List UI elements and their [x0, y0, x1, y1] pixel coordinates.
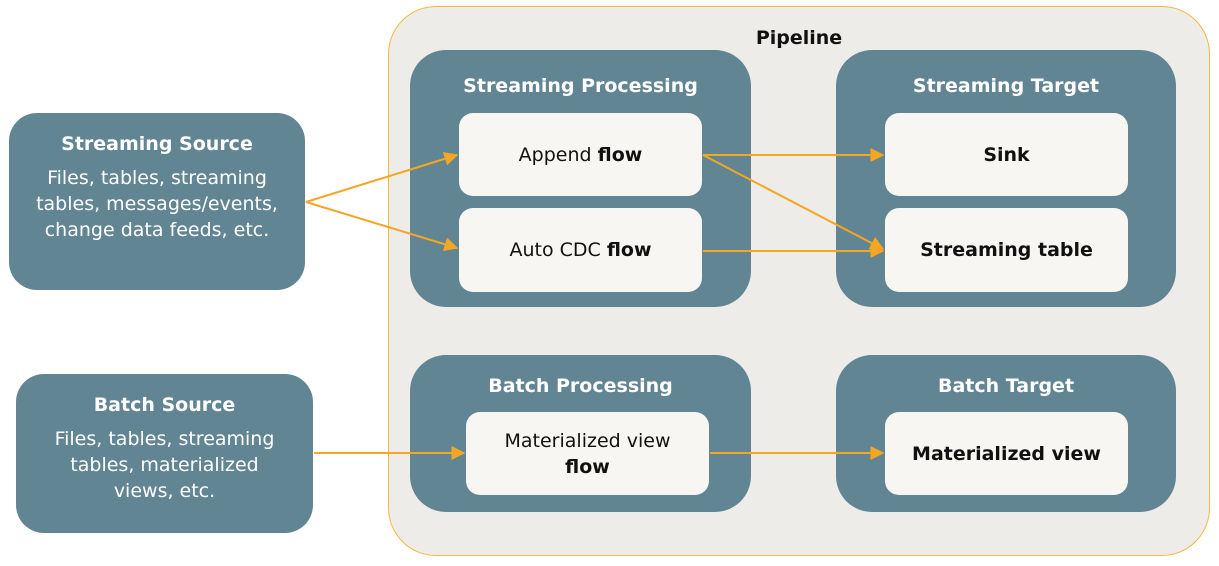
- streaming-source-line: change data feeds, etc.: [44, 219, 270, 241]
- materialized-view-node: Materialized view: [885, 412, 1128, 495]
- streaming-target-title: Streaming Target: [912, 75, 1100, 97]
- arrow-source-to-autocdc: [305, 201, 459, 252]
- arrow-source-to-append: [305, 152, 459, 203]
- materialized-view-label: Materialized view: [912, 442, 1101, 465]
- materialized-view-flow-node: Materialized view flow: [466, 412, 709, 495]
- streaming-processing-title: Streaming Processing: [463, 75, 698, 97]
- batch-source-line: Files, tables, streaming: [54, 428, 275, 450]
- append-flow-bold: flow: [597, 143, 643, 166]
- sink-node: Sink: [885, 113, 1128, 196]
- arrow-append-to-streaming-table: [702, 154, 885, 250]
- streaming-table-label: Streaming table: [920, 239, 1093, 261]
- materialized-view-flow-label: Materialized view: [504, 429, 671, 452]
- streaming-source: Streaming Source Files, tables, streamin…: [9, 113, 305, 290]
- batch-processing-title: Batch Processing: [488, 375, 673, 397]
- batch-source: Batch Source Files, tables, streaming ta…: [16, 374, 313, 533]
- streaming-source-title: Streaming Source: [61, 133, 253, 155]
- streaming-source-line: Files, tables, streaming: [47, 167, 267, 189]
- sink-label: Sink: [983, 143, 1030, 166]
- streaming-source-description: Files, tables, streaming tables, message…: [9, 165, 305, 243]
- materialized-view-flow-bold: flow: [565, 455, 610, 478]
- auto-cdc-flow-node: Auto CDC flow: [459, 208, 702, 292]
- append-flow-node: Append flow: [459, 113, 702, 196]
- append-flow-label: Append: [518, 143, 592, 166]
- batch-source-title: Batch Source: [93, 394, 236, 416]
- batch-source-line: views, etc.: [113, 480, 216, 502]
- auto-cdc-flow-bold: flow: [606, 239, 652, 261]
- batch-source-description: Files, tables, streaming tables, materia…: [16, 426, 313, 504]
- batch-source-line: tables, materialized: [70, 454, 259, 476]
- streaming-source-line: tables, messages/events,: [36, 193, 278, 215]
- pipeline-title: Pipeline: [755, 27, 843, 49]
- batch-target-title: Batch Target: [937, 375, 1075, 397]
- streaming-table-node: Streaming table: [885, 208, 1128, 292]
- auto-cdc-flow-label: Auto CDC: [509, 239, 601, 261]
